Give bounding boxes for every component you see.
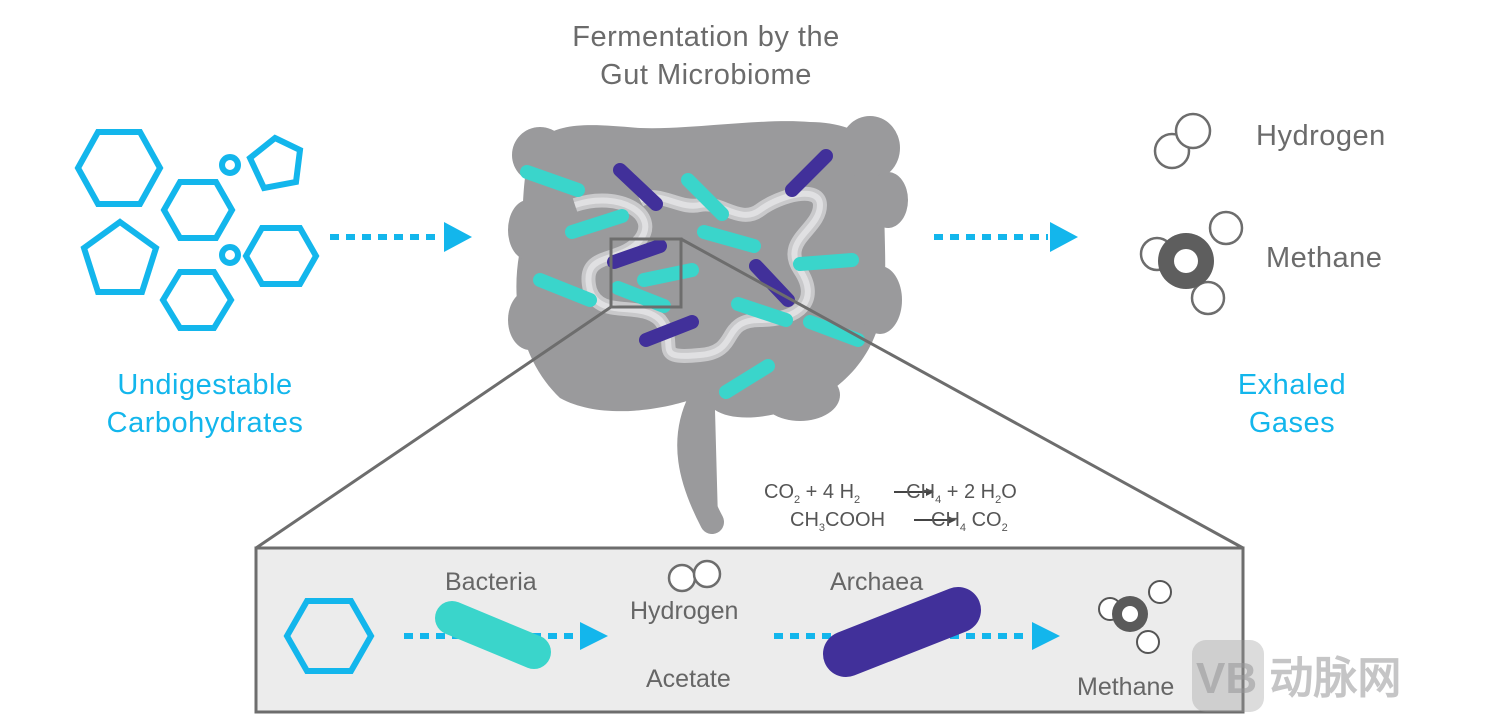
- inset-panel: [254, 546, 1245, 714]
- bacterium-rod: [565, 209, 629, 239]
- watermark: VB 动脉网: [1196, 654, 1402, 703]
- bacterium-rod: [637, 263, 699, 287]
- carbohydrates-label-line-1: Undigestable: [117, 369, 293, 401]
- left-arrow: [330, 222, 472, 252]
- bacterium-rod: [520, 165, 585, 197]
- right-arrow: [934, 222, 1078, 252]
- bacterium-rod: [533, 273, 597, 307]
- watermark-logo: [1192, 640, 1264, 712]
- methane-label: Methane: [1266, 242, 1383, 274]
- archaeon-rod: [785, 149, 833, 197]
- bacterium-rod: [719, 359, 775, 399]
- carbohydrates-label: Undigestable Carbohydrates: [70, 366, 340, 442]
- carbohydrate-hexagon: [242, 225, 320, 287]
- title-line-2: Gut Microbiome: [600, 59, 812, 91]
- inset-hydrogen-molecule-icon: [667, 559, 722, 593]
- page-title: Fermentation by the Gut Microbiome: [500, 18, 912, 94]
- inset-archaeon: [823, 587, 981, 677]
- title-line-1: Fermentation by the: [572, 21, 840, 53]
- exhaled-gases-label: Exhaled Gases: [1192, 366, 1392, 442]
- carbohydrate-hexagon: [74, 129, 164, 207]
- bacterium-rod: [611, 281, 671, 313]
- carbohydrate-hexagon: [159, 269, 235, 331]
- bacterium-rod: [793, 253, 859, 271]
- archaeon-rod: [639, 315, 699, 347]
- zoom-line-left: [255, 305, 612, 550]
- bacterium-rod: [803, 315, 865, 347]
- inset-archaea-label: Archaea: [830, 568, 924, 596]
- inset-bacteria-label: Bacteria: [445, 568, 537, 596]
- inset-hydrogen-label: Hydrogen: [630, 597, 739, 625]
- bacterium-rod: [681, 173, 729, 221]
- carbohydrate-molecules: [74, 129, 320, 331]
- archaeon-rod: [607, 239, 667, 269]
- zoom-line-right: [680, 237, 1244, 550]
- gut-illustration: [508, 116, 908, 534]
- carbohydrate-ring: [219, 244, 241, 266]
- inset-methane-label: Methane: [1077, 673, 1175, 701]
- carbohydrate-pentagon: [246, 134, 304, 192]
- inset-carbohydrate-hexagon: [283, 598, 375, 674]
- carbohydrate-ring: [219, 154, 241, 176]
- exhaled-gases-line-1: Exhaled: [1237, 369, 1347, 401]
- carbohydrates-label-line-2: Carbohydrates: [106, 407, 304, 439]
- methane-molecule-icon: [1139, 210, 1244, 316]
- inset-methane-molecule-icon: [1098, 580, 1172, 654]
- bacterium-rod: [731, 297, 793, 327]
- equation-arrows: [894, 488, 956, 524]
- archaeon-rod: [613, 163, 663, 211]
- hydrogen-label: Hydrogen: [1256, 120, 1386, 152]
- zoom-region: [609, 237, 683, 309]
- carbohydrate-hexagon: [160, 179, 236, 241]
- carbohydrate-pentagon: [80, 218, 160, 295]
- inset-acetate-label: Acetate: [646, 665, 731, 693]
- hydrogen-molecule-icon: [1153, 112, 1212, 170]
- exhaled-gases-line-2: Gases: [1248, 407, 1336, 439]
- inset-bacterium: [435, 601, 551, 669]
- bacterium-rod: [697, 225, 761, 253]
